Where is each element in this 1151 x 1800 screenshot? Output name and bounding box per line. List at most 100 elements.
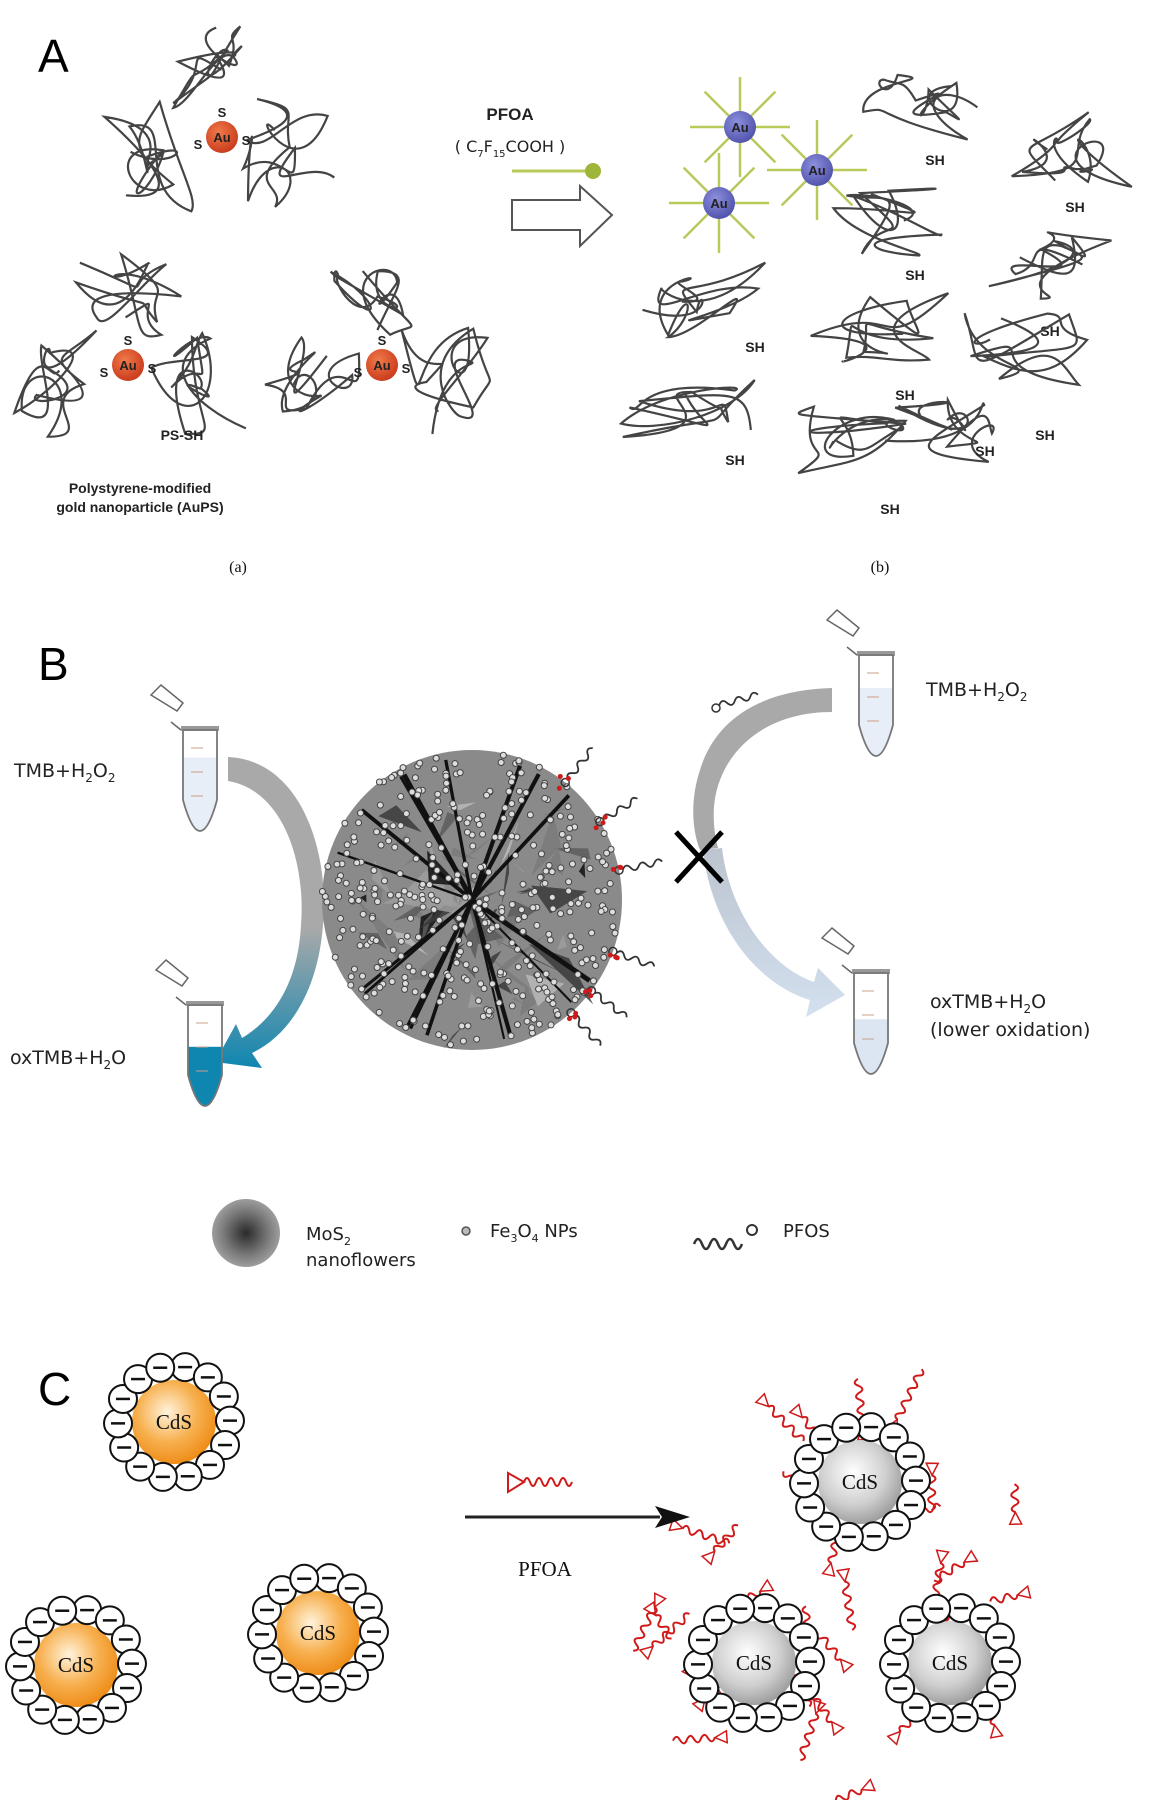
pfoa-chain — [651, 1612, 690, 1647]
fe3o4-np — [513, 1021, 521, 1029]
fe3o4-np — [373, 963, 381, 971]
polymer-chain — [963, 312, 1090, 387]
fe3o4-np — [380, 877, 388, 885]
weak-catalysis-arrow-right — [703, 848, 845, 1017]
fe3o4-np — [444, 972, 452, 980]
fe3o4-np — [545, 861, 553, 869]
fe3o4-np — [388, 774, 396, 782]
fe3o4-np — [356, 884, 364, 892]
negative-charge-icon — [96, 1692, 127, 1723]
negative-charge-icon — [94, 1605, 125, 1636]
fe3o4-np — [341, 819, 349, 827]
catalysis-arrow-left — [215, 757, 324, 1068]
polymer-chain — [149, 330, 247, 436]
fe3o4-np — [353, 859, 361, 867]
fe3o4-np — [588, 929, 596, 937]
fe3o4-np — [449, 800, 457, 808]
panel-letter-b: B — [38, 638, 69, 690]
fe3o4-np — [371, 891, 379, 899]
pfoa-chain — [815, 1789, 863, 1800]
gold-label: Au — [373, 358, 390, 373]
polymer-chain — [72, 251, 182, 338]
ps-sh-chain: SH — [862, 73, 979, 168]
negative-charge-icon — [986, 1671, 1017, 1702]
fe3o4-np — [368, 914, 376, 922]
fe3o4-np — [356, 809, 364, 817]
fe3o4-np — [554, 1011, 562, 1019]
fe3o4-np — [582, 956, 590, 964]
negative-charge-icon — [883, 1624, 914, 1655]
fe3o4-np — [545, 930, 553, 938]
fe3o4-np — [347, 973, 355, 981]
fe3o4-np — [396, 1019, 404, 1027]
negative-charge-icon — [354, 1641, 385, 1672]
fe3o4-np — [608, 908, 616, 916]
fe3o4-np — [433, 897, 441, 905]
ps-sh-chain: SH — [885, 395, 995, 463]
fe3o4-np — [578, 959, 586, 967]
fe3o4-np — [519, 992, 527, 1000]
fe3o4-np — [442, 779, 450, 787]
sublabel-a: (a) — [229, 559, 247, 576]
fe3o4-np — [500, 814, 508, 822]
reagent-label-c: PFOA — [518, 1557, 573, 1581]
polymer-chain — [618, 379, 756, 439]
thiol-label: SH — [725, 452, 744, 468]
fe3o4-np — [455, 914, 463, 922]
mos2-nanoflower — [318, 691, 759, 1050]
cds-label: CdS — [300, 1621, 336, 1645]
thiol-label: SH — [1035, 427, 1054, 443]
mos2-petal — [500, 820, 519, 867]
negative-charge-icon — [247, 1619, 278, 1650]
fe3o4-np — [373, 828, 381, 836]
fe3o4-np — [342, 879, 350, 887]
fe3o4-np — [401, 980, 409, 988]
fe3o4-np — [514, 915, 522, 923]
fe3o4-np — [446, 1041, 454, 1049]
fe3o4-np — [507, 1032, 515, 1040]
fe3o4-np — [607, 845, 615, 853]
ps-sh-chain: SH — [963, 312, 1090, 443]
fe3o4-np — [430, 906, 438, 914]
fe3o4-np — [537, 850, 545, 858]
legend-pfos-icon — [692, 1224, 758, 1251]
cds-label: CdS — [156, 1410, 192, 1434]
negative-charge-icon — [210, 1430, 241, 1461]
fe3o4-np — [511, 851, 519, 859]
panel-letter-c: C — [38, 1363, 71, 1415]
fe3o4-np — [475, 905, 483, 913]
mos2-petal — [531, 812, 561, 876]
fe3o4-np — [389, 946, 397, 954]
negative-charge-icon — [110, 1624, 141, 1655]
label-oxtmb-right: oxTMB+H2O — [930, 991, 1046, 1016]
ps-sh-chain: SH — [642, 261, 767, 355]
blocked-arrow-right — [693, 688, 832, 850]
fe3o4-np — [548, 868, 556, 876]
tube-tmb-h2o2-left — [149, 683, 219, 832]
mos2-petal — [486, 953, 539, 996]
fe3o4-np — [461, 861, 469, 869]
fe3o4-np — [473, 1035, 481, 1043]
gold-label: Au — [119, 358, 136, 373]
fe3o4-np — [405, 963, 413, 971]
pfoa-chain — [672, 1733, 716, 1745]
fe3o4-np — [477, 863, 485, 871]
fe3o4-np — [444, 874, 452, 882]
fe3o4-np — [597, 907, 605, 915]
negative-charge-icon — [772, 1603, 803, 1634]
fe3o4-np — [370, 866, 378, 874]
polymer-chain — [988, 231, 1112, 300]
fe3o4-np — [517, 796, 525, 804]
fe3o4-np — [428, 861, 436, 869]
fe3o4-np — [505, 787, 513, 795]
sulfur-label: S — [218, 105, 227, 120]
fe3o4-np — [456, 769, 464, 777]
fe3o4-np — [323, 898, 331, 906]
fe3o4-np — [397, 937, 405, 945]
sulfur-label: S — [354, 365, 363, 380]
legend-mos2-icon — [212, 1199, 280, 1267]
fe3o4-np — [414, 933, 422, 941]
